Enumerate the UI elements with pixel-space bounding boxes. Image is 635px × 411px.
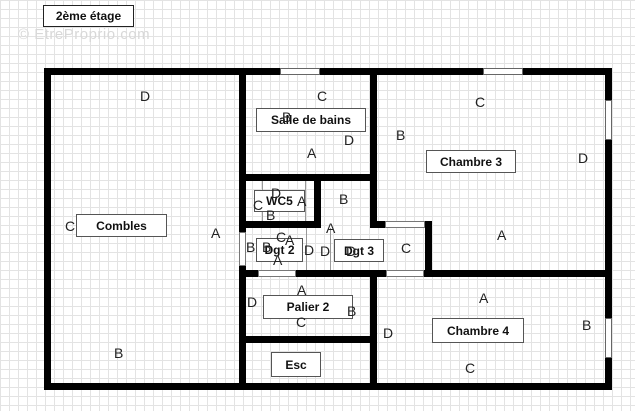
wall-wc-right [314,181,321,228]
wall-marker: A [297,282,307,298]
wall-marker: A [326,220,336,236]
room-label-wc5: WC5 [254,190,305,212]
wall-marker: B [396,127,406,143]
wall-marker: A [479,290,489,306]
wall-marker: D [304,242,315,258]
wall-dgt-step [425,221,432,277]
door-ch3 [385,221,425,228]
wall-marker: D [247,294,258,310]
window-ch3-right [605,100,612,140]
wall-palier-right [370,270,377,390]
wall-sdb-right [370,68,377,228]
wall-marker: B [262,239,272,255]
wall-marker: A [273,252,283,268]
outer-wall-left [44,68,51,390]
wall-marker: A [307,145,317,161]
wall-marker: A [297,193,307,209]
wall-ch3-bottom [425,270,612,277]
wall-marker: C [401,240,412,256]
wall-combles-right [239,68,246,390]
wall-marker: D [383,325,394,341]
wall-marker: D [578,150,589,166]
wall-marker: C [317,88,328,104]
wall-marker: D [346,243,357,259]
room-label-chambre4: Chambre 4 [432,318,524,343]
wall-dgt-bottom [239,270,432,277]
wall-marker: B [266,207,276,223]
wall-marker: D [344,132,355,148]
wall-marker: C [296,314,307,330]
wall-palier-bottom [239,336,377,343]
wall-marker: C [465,360,476,376]
room-label-dgt2: Dgt 2 [256,238,303,262]
wall-marker: C [276,229,287,245]
passage-line-2 [305,181,306,221]
watermark-text: © EtreProprio.com [18,26,151,43]
wall-marker: C [65,218,76,234]
outer-wall-top [44,68,612,75]
wall-marker: C [475,94,486,110]
wall-marker: B [347,303,357,319]
door-dgt2 [258,270,296,277]
window-sdb [280,68,320,75]
floor-title: 2ème étage [43,5,134,27]
room-label-salle-de-bains: Salle de bains [256,108,366,132]
wall-marker: B [246,239,256,255]
window-ch4-right [605,318,612,358]
room-label-palier2: Palier 2 [263,295,353,319]
room-label-chambre3: Chambre 3 [426,150,516,173]
door-ch4 [386,270,424,277]
room-label-dgt3: Dgt 3 [334,239,384,262]
wall-marker: B [339,191,349,207]
passage-line-4 [330,228,331,270]
wall-marker: B [282,109,292,125]
door-wc [239,232,246,266]
outer-wall-bottom [44,383,612,390]
room-label-combles: Combles [76,214,167,237]
wall-marker: D [140,88,151,104]
window-ch3-top [483,68,523,75]
wall-marker: A [497,227,507,243]
wall-marker: B [582,317,592,333]
wall-marker: D [271,185,282,201]
wall-marker: C [253,197,264,213]
passage-line-3 [306,228,307,270]
outer-wall-right [605,68,612,390]
wall-wc-bottom [239,221,321,228]
wall-marker: B [114,345,124,361]
wall-marker: A [285,232,295,248]
wall-marker: A [211,225,221,241]
room-label-esc: Esc [271,352,321,377]
wall-marker: D [320,243,331,259]
wall-sdb-bottom [239,174,377,181]
